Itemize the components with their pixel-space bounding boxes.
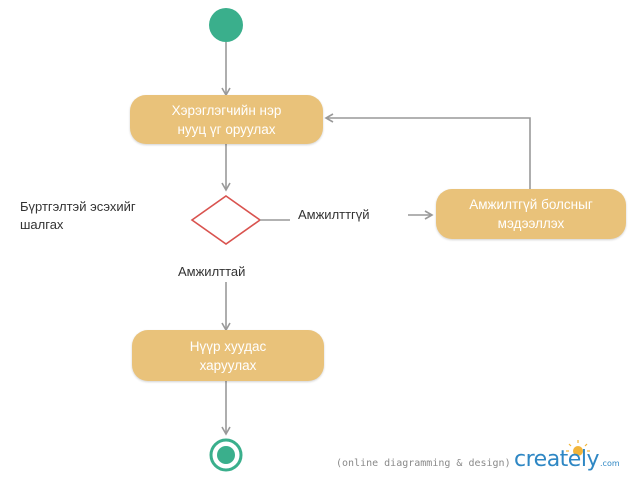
enter-credentials-action: Хэрэглэгчийн нэр нууц үг оруулах bbox=[130, 95, 323, 144]
show-home-action: Нүүр хуудас харуулах bbox=[132, 330, 324, 381]
start-node bbox=[209, 8, 243, 42]
footer-tagline: (online diagramming & design) bbox=[336, 458, 511, 469]
brand-bulb-icon bbox=[566, 440, 590, 456]
decision-diamond bbox=[190, 195, 262, 245]
failure-message-label: Амжилтгүй болсныг мэдээллэх bbox=[469, 197, 593, 231]
brand-logo: creately bbox=[514, 447, 599, 472]
brand-logo-suffix: .com bbox=[600, 459, 620, 468]
failure-message-action: Амжилтгүй болсныг мэдээллэх bbox=[436, 189, 626, 239]
success-edge-label: Амжилттай bbox=[178, 264, 246, 279]
show-home-label: Нүүр хуудас харуулах bbox=[189, 338, 267, 373]
failure-edge-label: Амжилттгүй bbox=[298, 207, 370, 222]
decision-label: Бүртгэлтэй эсэхийг шалгах bbox=[20, 199, 136, 232]
end-node-core bbox=[217, 446, 235, 464]
edge-failure-loop-back bbox=[324, 113, 531, 190]
enter-credentials-label: Хэрэглэгчийн нэр нууц үг оруулах bbox=[171, 102, 282, 137]
